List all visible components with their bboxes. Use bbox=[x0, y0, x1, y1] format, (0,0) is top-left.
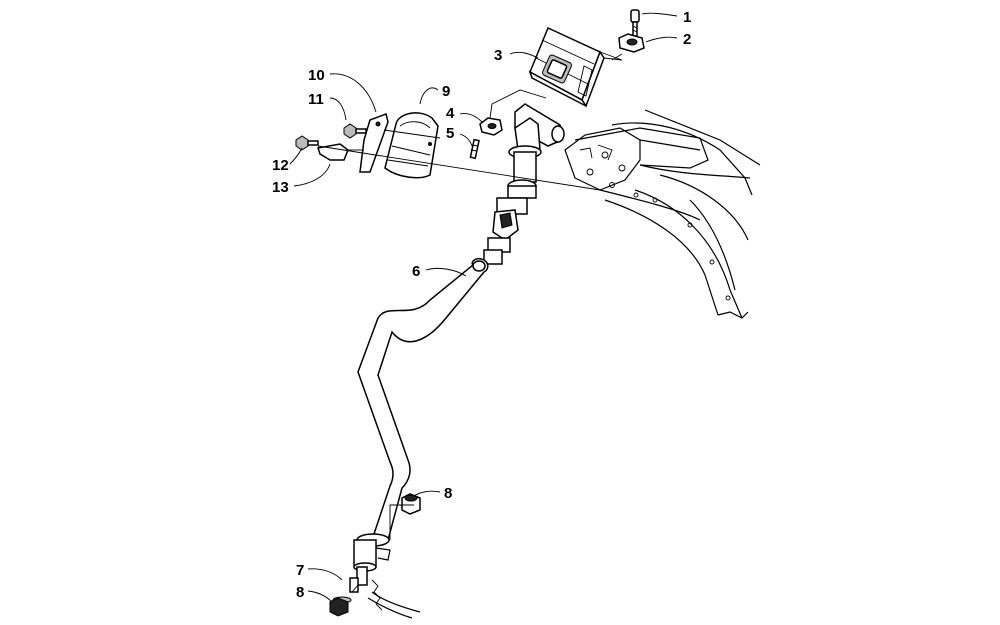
part-3-mounting-plate bbox=[528, 26, 605, 108]
callout-3: 3 bbox=[494, 47, 502, 64]
callout-11: 11 bbox=[308, 91, 324, 108]
callout-1: 1 bbox=[683, 9, 691, 26]
callout-9: 9 bbox=[442, 83, 450, 100]
callout-12: 12 bbox=[272, 157, 289, 174]
part-10-bracket bbox=[359, 113, 389, 173]
callout-8-lower: 8 bbox=[296, 584, 304, 601]
callout-2: 2 bbox=[683, 31, 691, 48]
callout-labels: 1 2 3 4 5 6 7 8 8 9 10 11 12 13 bbox=[272, 9, 691, 601]
callout-6: 6 bbox=[412, 263, 420, 280]
part-12-screw bbox=[295, 135, 319, 151]
part-8-nut-lower bbox=[329, 596, 352, 617]
part-11-screw bbox=[343, 123, 367, 139]
part-9-shroud bbox=[384, 112, 439, 179]
callout-7: 7 bbox=[296, 562, 304, 579]
part-1-bolt bbox=[630, 9, 640, 37]
callout-10: 10 bbox=[308, 67, 325, 84]
part-4-clamp bbox=[479, 117, 503, 136]
part-8-nut-upper bbox=[401, 493, 421, 515]
steering-column-upper bbox=[483, 103, 565, 265]
frame-section bbox=[564, 109, 761, 319]
part-2-clamp bbox=[618, 33, 645, 53]
callout-4: 4 bbox=[446, 105, 455, 122]
callout-leaders bbox=[289, 12, 678, 603]
part-6-steering-shaft bbox=[357, 257, 489, 541]
callout-13: 13 bbox=[272, 179, 289, 196]
assembly-guide-lines bbox=[317, 51, 623, 593]
part-13-clip bbox=[317, 143, 349, 161]
part-5-bolt bbox=[469, 138, 480, 160]
callout-8-upper: 8 bbox=[444, 485, 452, 502]
callout-5: 5 bbox=[446, 125, 454, 142]
steering-column-lower bbox=[353, 533, 421, 619]
